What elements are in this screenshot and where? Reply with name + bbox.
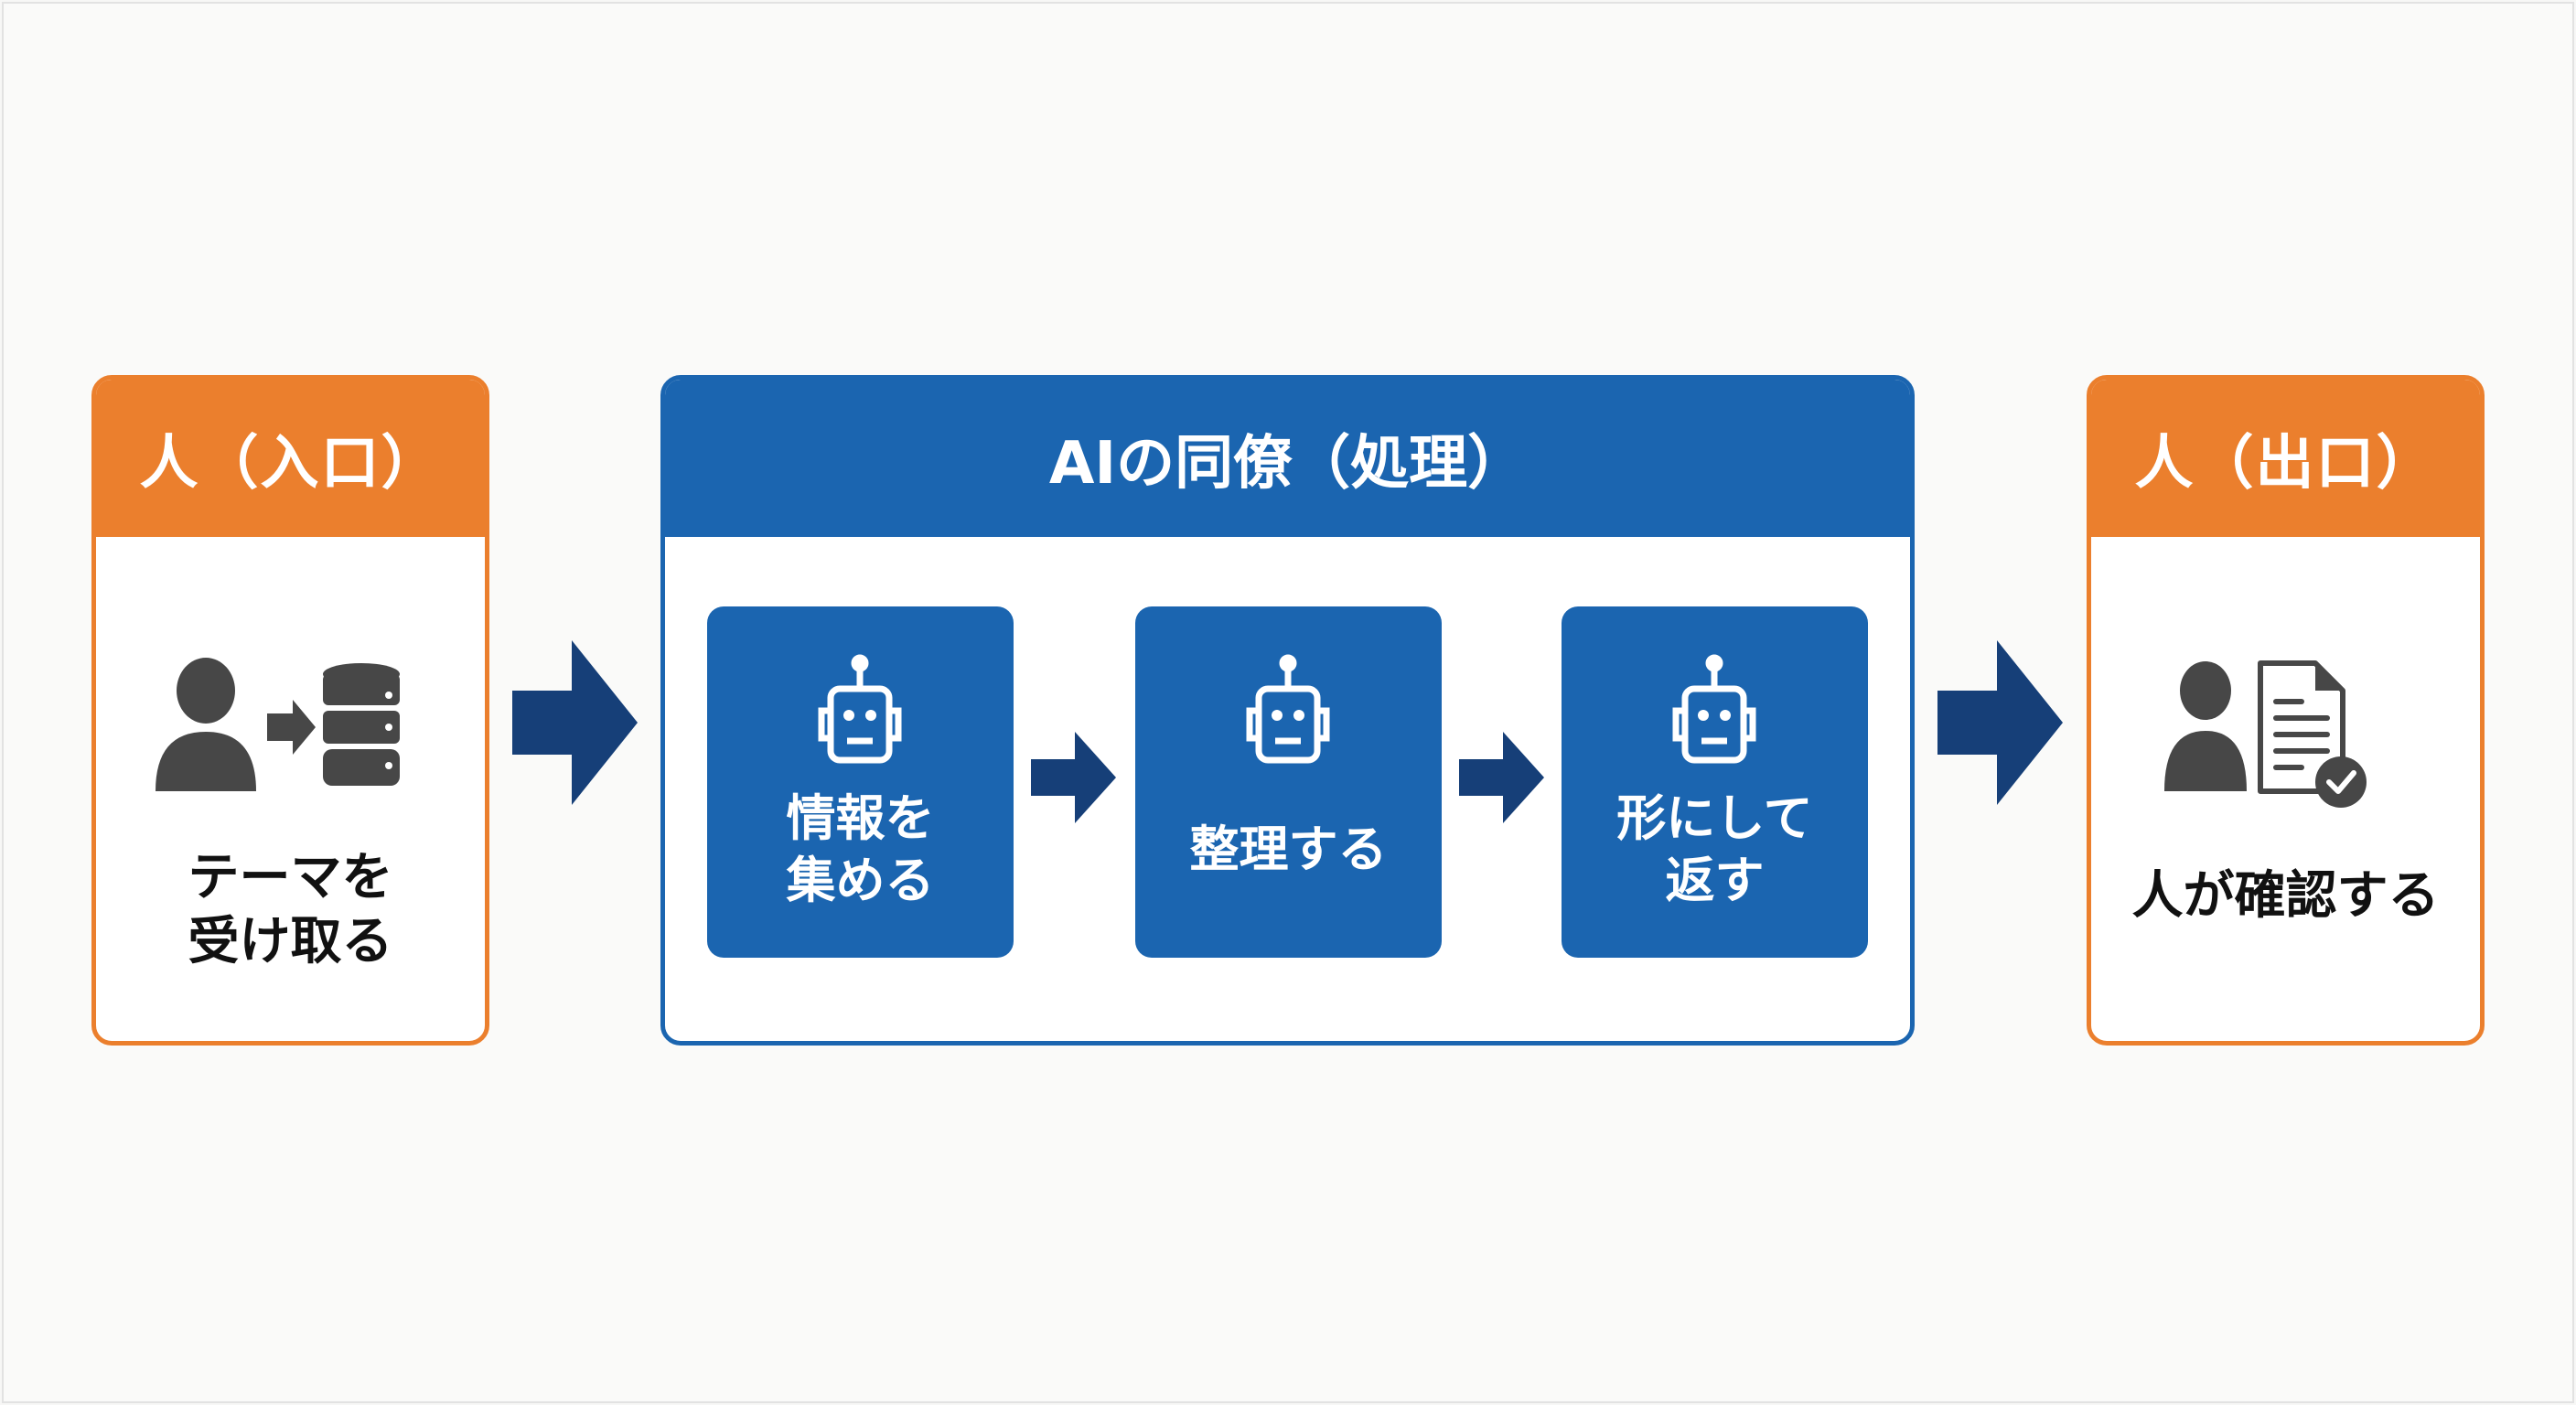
person-icon (2164, 661, 2247, 791)
input-text-line1: テーマを (188, 848, 393, 907)
step-shape-and-return: 形にして 返す (1562, 606, 1868, 958)
small-arrow-right-icon (1031, 732, 1116, 823)
person-icon (156, 658, 256, 791)
input-text-line2: 受け取る (188, 912, 393, 971)
ai-box-header: AIの同僚（処理） (665, 380, 1910, 537)
arrow-icon (267, 700, 316, 755)
step-label-line1: 整理する (1189, 820, 1388, 878)
person-review-icon (2164, 660, 2367, 808)
arrow-right-icon (1937, 640, 2063, 805)
step-label-line1: 情報を (786, 789, 935, 847)
input-box-header: 人（入口） (96, 380, 485, 537)
step-collect-info: 情報を 集める (707, 606, 1014, 958)
output-text: 人が確認する (2131, 866, 2440, 926)
document-check-icon (2258, 660, 2367, 808)
output-person-box: 人（出口） 人が確認する (2087, 375, 2485, 1046)
arrow-right-icon (512, 640, 638, 805)
small-arrow-right-icon (1459, 732, 1544, 823)
step-label-line2: 集める (786, 851, 935, 909)
input-person-box: 人（入口） テーマを 受け取る (91, 375, 489, 1046)
step-label-line1: 形にして (1616, 789, 1813, 847)
robot-icon (1672, 654, 1756, 764)
robot-icon (1246, 654, 1330, 764)
output-box-header: 人（出口） (2091, 380, 2480, 537)
person-to-database-icon (156, 658, 400, 791)
robot-icon (818, 654, 902, 764)
database-icon (323, 663, 400, 786)
step-label-line2: 返す (1665, 851, 1765, 909)
step-organize: 整理する (1135, 606, 1442, 958)
